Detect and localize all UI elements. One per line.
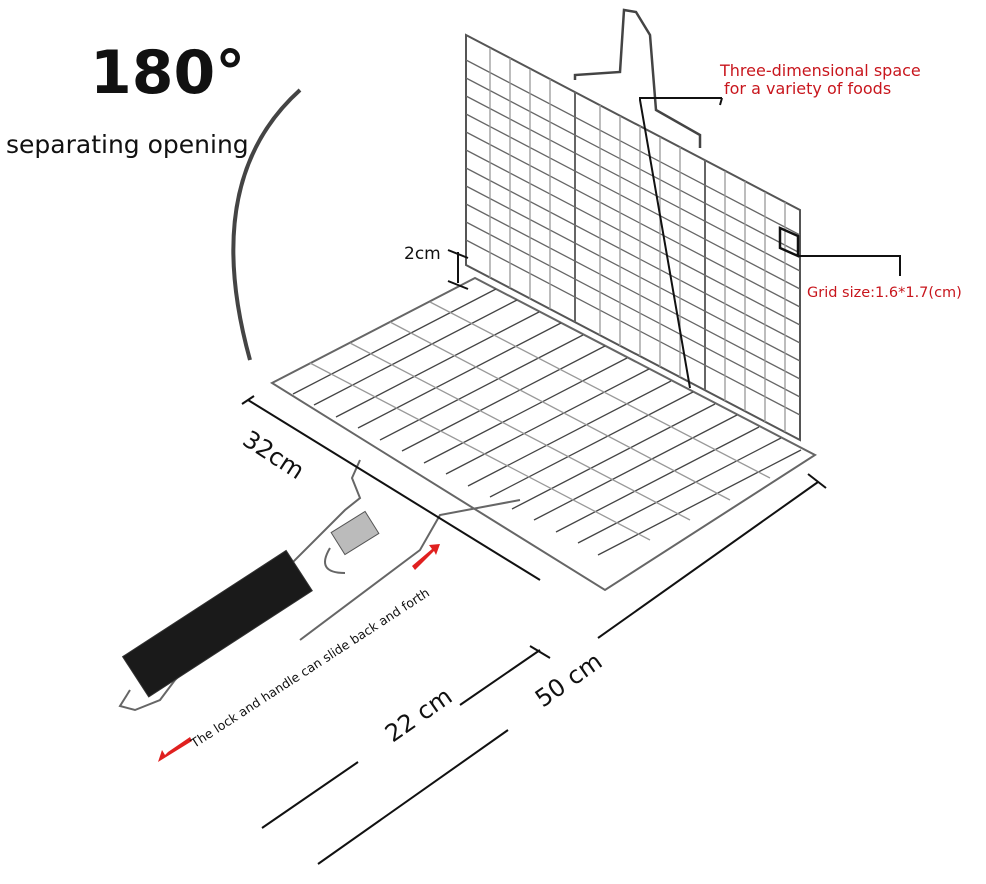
double-arrow-icon [158,544,440,762]
grid-size-callout: Grid size:1.6*1.7(cm) [807,285,962,301]
handle-assembly [118,459,521,712]
dimension-lines [241,97,901,865]
three-d-space-callout: Three-dimensional space for a variety of… [720,62,921,98]
opening-angle-title: 180° [90,38,246,108]
lock-clip [330,510,380,556]
lock-ring [324,547,346,574]
upper-rack [465,8,801,442]
opening-subtitle: separating opening [6,130,249,159]
rotation-arc-icon [231,88,302,361]
three-d-callout-line2: for a variety of foods [724,79,892,98]
depth-dimension-label: 2cm [404,244,441,264]
lower-rack [269,276,817,592]
black-handle [121,549,313,698]
three-d-callout-line1: Three-dimensional space [720,61,921,80]
